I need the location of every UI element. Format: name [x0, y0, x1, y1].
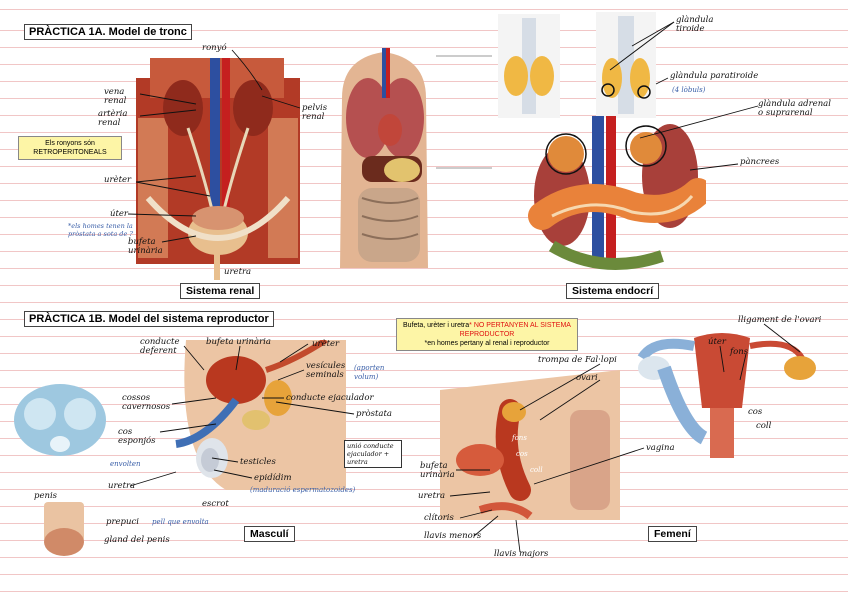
label-epididim-note: (maduració espermatozoides) [250, 486, 356, 494]
penis-cross-section-illustration [12, 380, 108, 460]
label-uretra-male: uretra [108, 481, 136, 491]
label-vena-renal: vena renal [104, 87, 127, 106]
label-escrot: escrot [202, 499, 229, 509]
reproductive-note: Bufeta, urèter i uretra* NO PERTANYEN AL… [396, 318, 578, 351]
label-conducte-deferent: conducte deferent [140, 337, 180, 356]
label-vesicules: vesícules seminals [306, 361, 346, 380]
label-cos-esponjos: cos esponjós [118, 427, 156, 446]
label-lobuls: (4 lòbuls) [672, 86, 706, 94]
note-line2: *en homes pertany al renal i reproductor [424, 340, 550, 347]
label-uter-female: úter [708, 337, 726, 347]
female-reproductive-illustration [440, 370, 620, 520]
label-uretra-female: uretra [418, 491, 446, 501]
label-ureter-renal: urèter [104, 175, 132, 185]
label-llavis-majors: llavis majors [494, 549, 549, 559]
label-ovari: ovari [576, 373, 598, 383]
label-paratiroide: glàndula paratiroide [670, 71, 759, 81]
label-prepuci-note: pell que envolta [152, 518, 209, 526]
thyroid-illustration-front [498, 14, 560, 118]
renal-system-illustration [128, 48, 308, 280]
label-arteria-renal: artèria renal [98, 109, 128, 128]
section-1b-title: PRÀCTICA 1B. Model del sistema reproduct… [24, 311, 274, 327]
label-epididim: epidídim [254, 473, 292, 483]
label-bufeta-female: bufeta urinària [420, 461, 455, 480]
label-prostata: pròstata [356, 409, 392, 419]
label-lligament: lligament de l'ovari [738, 315, 822, 325]
caption-femeni: Femení [648, 526, 697, 542]
note-red-text: * NO PERTANYEN AL SISTEMA REPRODUCTOR [459, 322, 571, 338]
label-clitoris: clítoris [424, 513, 454, 523]
in-label-coll: coll [530, 466, 543, 474]
in-label-fons: fons [512, 434, 527, 442]
label-vagina: vagina [646, 443, 675, 453]
label-vesicules-note: (aporten volum) [354, 364, 385, 381]
retroperitoneal-note: Els ronyons són RETROPERITONEALS [18, 136, 122, 160]
label-envolten: envolten [110, 460, 141, 468]
caption-sistema-endocri: Sistema endocrí [566, 283, 660, 299]
label-gland: gland del penis [104, 535, 170, 545]
label-rony: ronyó [202, 43, 227, 53]
thyroid-illustration-back [596, 12, 656, 118]
endocrine-pancreas-illustration [522, 116, 706, 276]
label-adrenal: glàndula adrenal o suprarenal [758, 99, 831, 118]
label-fons: fons [730, 347, 749, 357]
label-cossos-cavernosos: cossos cavernosos [122, 393, 171, 412]
in-label-cos: cos [516, 450, 528, 458]
uterus-front-illustration [624, 328, 820, 458]
penis-illustration [40, 502, 92, 556]
label-testicles: testicles [240, 457, 276, 467]
label-uter-renal: úter [110, 209, 128, 219]
caption-sistema-renal: Sistema renal [180, 283, 261, 299]
label-conducte-ejaculador: conducte ejaculador [286, 393, 374, 403]
section-1a-title: PRÀCTICA 1A. Model de tronc [24, 24, 192, 40]
label-cos-female: cos [748, 407, 763, 417]
torso-model-illustration [332, 38, 436, 276]
label-llavis-menors: llavis menors [424, 531, 482, 541]
label-ureter-male: urèter [312, 339, 340, 349]
label-pancrees: pàncrees [740, 157, 780, 167]
label-bufeta-male: bufeta urinària [206, 337, 271, 347]
label-penis: penis [34, 491, 58, 501]
note-line1: Bufeta, urèter i uretra [403, 322, 470, 329]
unio-note: unió conducte ejaculador + uretra [344, 440, 402, 468]
label-tiroide: glàndula tiroide [676, 15, 714, 34]
label-prepuci: prepuci [106, 517, 139, 527]
prostata-note: *els homes tenen la pròstata a sota de ? [68, 222, 133, 238]
label-trompa: trompa de Fal·lopi [538, 355, 617, 365]
caption-masculi: Masculí [244, 526, 295, 542]
label-bufeta-renal: bufeta urinària [128, 237, 163, 256]
label-uretra-renal: uretra [224, 267, 252, 277]
label-pelvis-renal: pelvis renal [302, 103, 328, 122]
label-coll-female: coll [756, 421, 772, 431]
